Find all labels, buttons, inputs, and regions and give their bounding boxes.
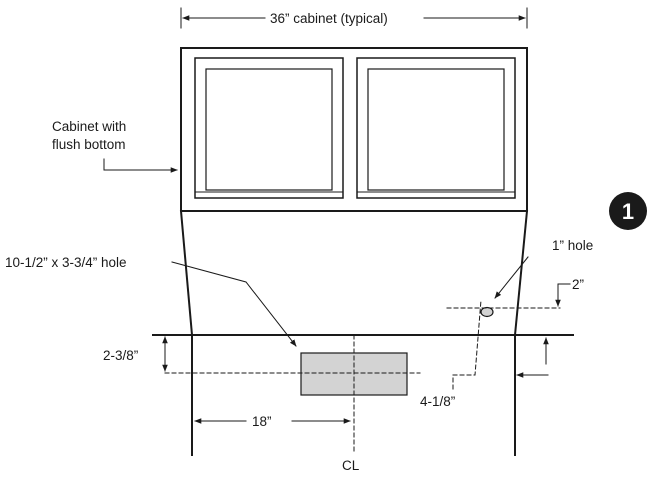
hood-side-right xyxy=(513,209,529,337)
cabinet-body xyxy=(180,47,528,212)
hood-side-left xyxy=(179,209,194,337)
cabinet-door-left xyxy=(194,57,344,199)
dim-4-1-8-label: 4-1/8” xyxy=(420,394,455,409)
cabinet-note-line2: flush bottom xyxy=(52,137,126,152)
dim-4-1-8-leader xyxy=(452,299,482,390)
cabinet-note-leader xyxy=(103,158,178,173)
dim-2-3-8-label: 2-3/8” xyxy=(103,348,138,363)
step-badge-circle xyxy=(609,192,647,230)
small-hole xyxy=(480,306,494,318)
dim-2-label: 2” xyxy=(572,277,584,292)
large-hole-leader xyxy=(171,261,297,347)
step-badge: 1 xyxy=(609,192,647,230)
small-hole-leader xyxy=(494,256,529,299)
cabinet-door-right xyxy=(356,57,516,199)
cabinet-width-label: 36” cabinet (typical) xyxy=(270,11,388,26)
centerline-label: CL xyxy=(342,458,360,473)
dim-2-arrow-top xyxy=(555,283,571,307)
cabinet-door-right-panel xyxy=(367,68,505,191)
step-badge-number: 1 xyxy=(622,199,634,224)
cabinet-note-line1: Cabinet with xyxy=(52,119,126,134)
large-hole-label: 10-1/2” x 3-3/4” hole xyxy=(5,255,127,270)
cabinet-door-left-panel xyxy=(205,68,333,191)
small-hole-label: 1” hole xyxy=(552,238,593,253)
dim-18-label: 18” xyxy=(252,414,272,429)
